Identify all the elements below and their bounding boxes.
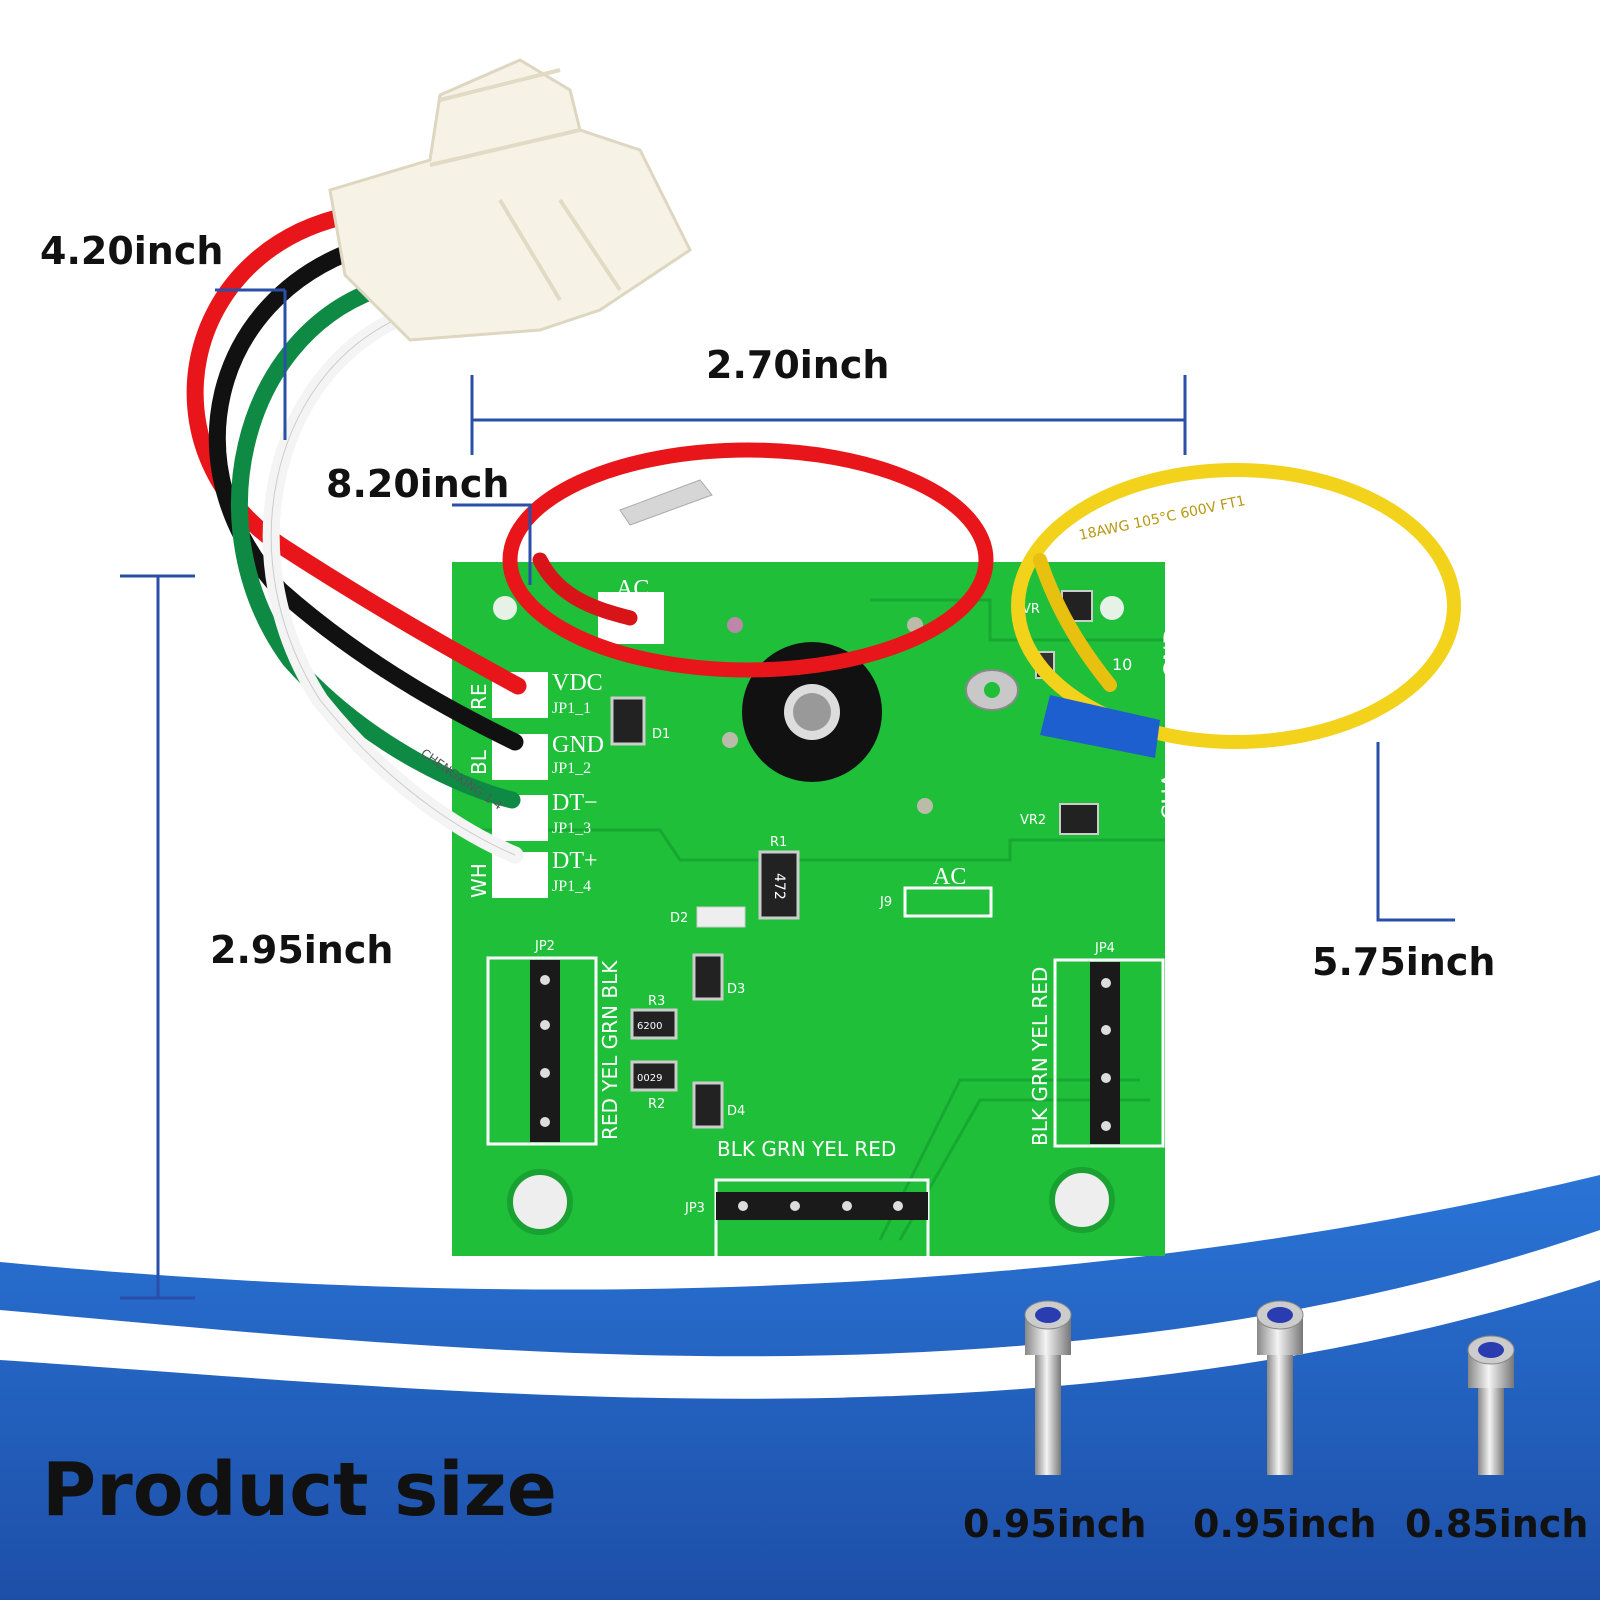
screw-3 xyxy=(1467,1335,1515,1475)
label-j9: J9 xyxy=(879,895,892,910)
label-d4: D4 xyxy=(727,1104,745,1119)
label-r2: R2 xyxy=(648,1097,665,1112)
label-cha: CHA xyxy=(1159,773,1184,820)
label-r1: R1 xyxy=(770,835,787,850)
dim-board-width: 2.70inch xyxy=(706,343,889,387)
label-dt-plus: DT+ xyxy=(552,848,598,874)
label-d3: D3 xyxy=(727,982,745,997)
label-jp2-colors: RED YEL GRN BLK xyxy=(598,960,622,1140)
label-vr1: VR xyxy=(1022,602,1040,617)
dim-yellow-wire-length: 5.75inch xyxy=(1312,940,1495,984)
footer-swoosh xyxy=(0,1230,1600,1399)
label-ac-j9: AC xyxy=(933,864,966,890)
label-d2: D2 xyxy=(670,911,688,926)
label-jp3: JP3 xyxy=(684,1201,705,1216)
label-vdc: VDC xyxy=(552,670,603,696)
label-ac-top: AC xyxy=(616,576,649,602)
label-gnd: GND xyxy=(552,732,604,758)
dim-red-wire-length: 8.20inch xyxy=(326,462,509,506)
screw-size-2: 0.95inch xyxy=(1193,1502,1376,1546)
label-jp1-4: JP1_4 xyxy=(552,878,591,895)
label-r1-value: 472 xyxy=(771,873,787,900)
label-d1: D1 xyxy=(652,727,670,742)
label-r3-value: 6200 xyxy=(637,1021,662,1032)
label-jp1-2: JP1_2 xyxy=(552,760,591,777)
label-dt-minus: DT− xyxy=(552,790,598,816)
screw-2 xyxy=(1256,1300,1304,1475)
label-jp4: JP4 xyxy=(1094,941,1115,956)
label-wire-wht: WH xyxy=(467,863,491,898)
label-wire-blk: BL xyxy=(467,749,491,775)
dim-board-height: 2.95inch xyxy=(210,928,393,972)
label-jp1-3: JP1_3 xyxy=(552,820,591,837)
label-jp3-colors: BLK GRN YEL RED xyxy=(717,1137,896,1161)
molex-connector xyxy=(328,58,692,342)
dim-harness-length: 4.20inch xyxy=(40,229,223,273)
label-jp4-colors: BLK GRN YEL RED xyxy=(1028,967,1052,1146)
screw-size-1: 0.95inch xyxy=(963,1502,1146,1546)
label-j10: 10 xyxy=(1112,655,1132,674)
label-r3: R3 xyxy=(648,994,665,1009)
label-wire-red: RE xyxy=(467,683,491,710)
label-jp1-1: JP1_1 xyxy=(552,700,591,717)
screw-1 xyxy=(1024,1300,1072,1475)
dimension-lines xyxy=(120,288,1455,1300)
label-r2-value: 0029 xyxy=(637,1073,662,1084)
label-gnd-side: GND xyxy=(1161,628,1186,678)
label-jp2: JP2 xyxy=(534,939,555,954)
footer-title: Product size xyxy=(42,1447,557,1533)
label-vr2: VR2 xyxy=(1020,813,1046,828)
yellow-ground-wire: 18AWG 105°C 600V FT1 xyxy=(965,463,1461,758)
red-ac-wire xyxy=(502,442,994,678)
screw-size-3: 0.85inch xyxy=(1405,1502,1588,1546)
